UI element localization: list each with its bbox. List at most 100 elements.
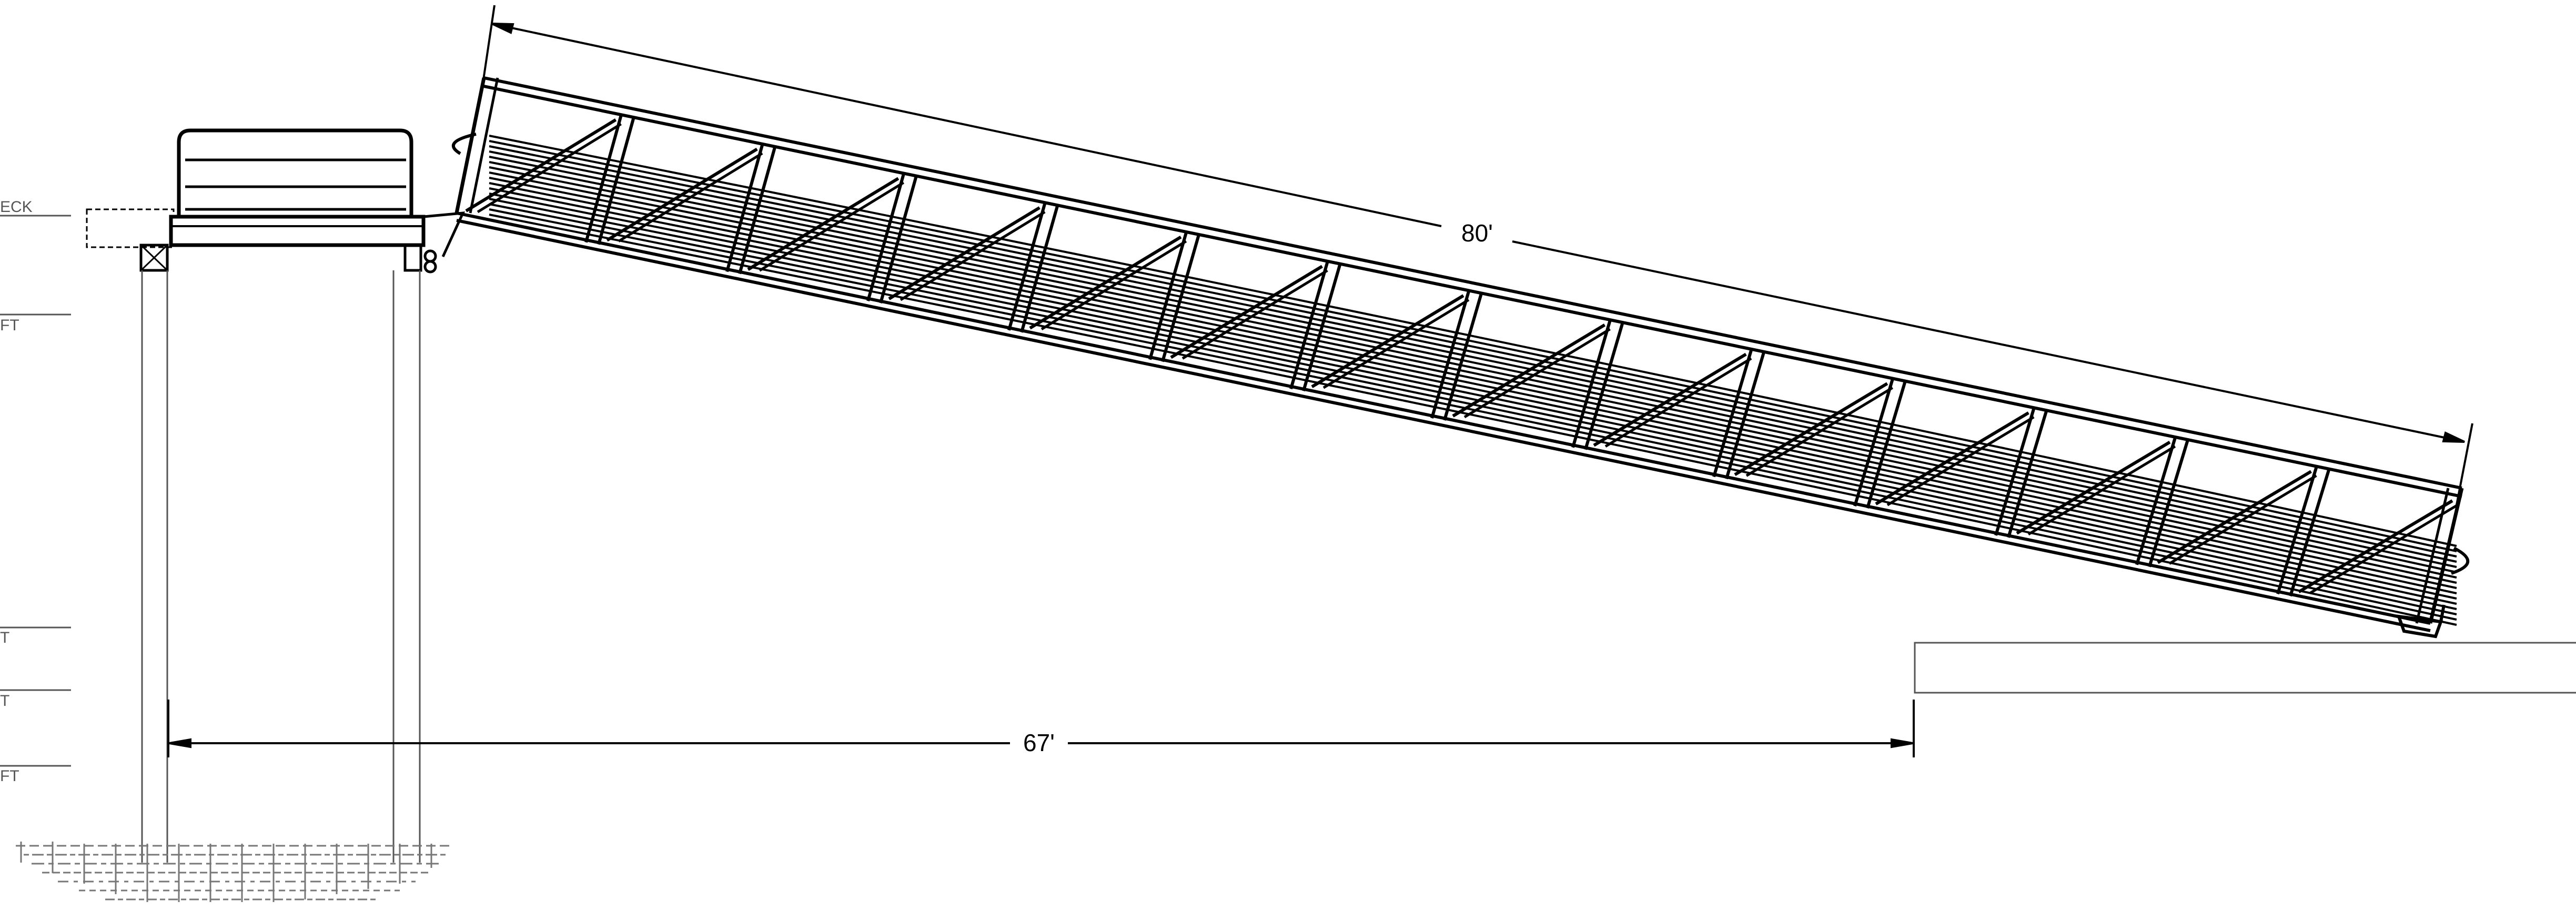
truss-vertical-inner-4 xyxy=(1020,205,1059,333)
deck-tread-line xyxy=(489,156,2457,568)
truss-diagonal-inner-5 xyxy=(1181,269,1328,360)
deck-tread-line xyxy=(489,198,2457,610)
level-label-3: T xyxy=(0,629,9,646)
truss-vertical-13 xyxy=(2276,467,2318,595)
deck-tread-line xyxy=(489,214,2457,626)
deck-tread-line xyxy=(489,193,2457,605)
gangway-truss xyxy=(454,76,2464,632)
truss-vertical-11 xyxy=(1994,408,2036,536)
truss-vertical-inner-5 xyxy=(1161,234,1200,362)
truss-vertical-inner-9 xyxy=(1725,351,1766,480)
truss-vertical-2 xyxy=(725,144,764,272)
deck-edge xyxy=(86,208,175,248)
level-label-5: FT xyxy=(0,767,19,785)
truss-diagonal-inner-8 xyxy=(1604,357,1752,448)
top-rail-lower xyxy=(483,85,2462,498)
float-outline xyxy=(1914,642,2576,694)
truss-vertical-inner-1 xyxy=(597,117,635,245)
truss-vertical-4 xyxy=(1007,203,1047,331)
arrowhead-80-left xyxy=(491,23,514,34)
truss-vertical-7 xyxy=(1430,291,1470,419)
truss-vertical-inner-6 xyxy=(1302,264,1342,392)
truss-vertical-inner-11 xyxy=(2007,410,2048,538)
truss-vertical-8 xyxy=(1571,320,1612,448)
pier-structure xyxy=(86,128,466,863)
hinge-pin-lower xyxy=(423,260,437,274)
roller-wheel xyxy=(2396,614,2443,639)
arrowhead-67-left xyxy=(169,738,191,748)
truss-vertical-5 xyxy=(1148,232,1188,360)
truss-diagonal-inner-4 xyxy=(1040,240,1187,330)
truss-vertical-inner-12 xyxy=(2148,439,2189,568)
bottom-chord-lower xyxy=(456,219,2431,632)
deck-tread-line xyxy=(489,166,2457,579)
beam-end-right xyxy=(403,244,422,272)
truss-vertical-inner-13 xyxy=(2289,469,2331,597)
gangway-end-details xyxy=(452,133,2470,639)
extension-line-80-right xyxy=(2456,423,2473,505)
platform-railing xyxy=(177,128,413,217)
truss-diagonal-0 xyxy=(465,118,617,212)
truss-diagonal-12 xyxy=(2157,470,2312,564)
truss-diagonal-inner-6 xyxy=(1322,298,1470,389)
truss-diagonal-4 xyxy=(1029,236,1182,330)
truss-vertical-1 xyxy=(584,115,623,243)
truss-diagonal-inner-2 xyxy=(759,181,905,272)
truss-diagonal-inner-12 xyxy=(2168,474,2317,565)
truss-diagonal-6 xyxy=(1311,294,1464,388)
truss-diagonal-inner-7 xyxy=(1463,328,1611,419)
truss-diagonal-10 xyxy=(1875,411,2029,505)
truss-diagonal-inner-1 xyxy=(618,152,763,242)
arrowhead-67-right xyxy=(1891,738,1913,748)
truss-diagonal-5 xyxy=(1170,265,1323,359)
truss-diagonal-inner-10 xyxy=(1886,416,2035,507)
dimension-line-80-b xyxy=(1512,240,2465,443)
dimension-label-67: 67' xyxy=(1023,729,1055,756)
truss-diagonal-13 xyxy=(2298,499,2453,593)
dimension-80ft xyxy=(482,5,2473,505)
elevation-levels xyxy=(0,215,71,767)
deck-tread-line xyxy=(489,135,2457,547)
truss-diagonal-2 xyxy=(747,177,900,271)
deck-tread-line xyxy=(489,145,2457,558)
landing-float xyxy=(1914,642,2576,694)
deck-tread-line xyxy=(489,208,2457,621)
deck-tread-line xyxy=(489,150,2457,563)
truss-diagonal-inner-0 xyxy=(477,123,622,214)
truss-vertical-inner-3 xyxy=(879,176,918,303)
lifting-eye-right xyxy=(2451,546,2470,575)
truss-diagonal-inner-13 xyxy=(2309,503,2459,594)
beam-end-left xyxy=(139,244,169,272)
truss-diagonal-inner-3 xyxy=(900,210,1046,301)
end-post-left xyxy=(454,77,486,214)
truss-diagonal-8 xyxy=(1593,352,1747,447)
dimension-67ft xyxy=(167,700,1915,757)
level-label-2: FT xyxy=(0,317,19,334)
end-post-right xyxy=(2428,488,2464,624)
truss-vertical-inner-2 xyxy=(738,146,777,275)
truss-diagonal-3 xyxy=(888,206,1040,300)
level-label-deck: ECK xyxy=(0,198,33,216)
truss-diagonal-1 xyxy=(606,147,758,242)
truss-vertical-3 xyxy=(866,174,905,301)
platform-deck xyxy=(169,215,426,247)
truss-vertical-inner-8 xyxy=(1584,322,1624,450)
deck-tread-line xyxy=(489,161,2457,573)
truss-vertical-12 xyxy=(2135,437,2177,565)
level-label-4: T xyxy=(0,692,9,710)
top-rail-upper xyxy=(483,76,2462,490)
deck-tread-line xyxy=(489,140,2457,552)
extension-line-80-left xyxy=(482,5,496,84)
truss-diagonal-11 xyxy=(2016,440,2171,535)
truss-vertical-10 xyxy=(1853,379,1894,507)
truss-diagonal-inner-9 xyxy=(1745,387,1894,477)
hinge-pin-upper xyxy=(423,249,437,263)
arrowhead-80-right xyxy=(2442,431,2465,443)
dimension-line-80-a xyxy=(491,23,1442,227)
deck-tread-line xyxy=(489,182,2457,594)
truss-vertical-6 xyxy=(1289,261,1329,390)
seabed-hatch xyxy=(16,842,452,902)
truss-vertical-inner-7 xyxy=(1443,293,1483,421)
truss-diagonal-7 xyxy=(1452,323,1606,418)
